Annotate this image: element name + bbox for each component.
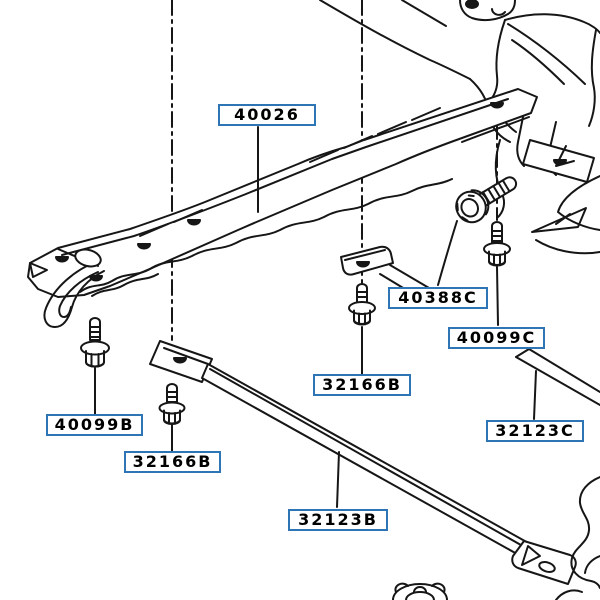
leader-40099c [496,266,499,326]
crossmember-hole [137,243,151,250]
part-label-32166b-middle[interactable]: 32166B [313,374,411,396]
crossmember-hole [490,102,504,109]
bolt-32166b-left-drawing [158,383,186,425]
bolt-32166b-middle-drawing [348,283,376,326]
body-structure-drawing [319,0,600,255]
bar-plate-hole [173,357,187,364]
crossmember-drawing [27,88,538,328]
bolt-40099b-drawing [80,317,110,368]
part-label-32166b-left[interactable]: 32166B [124,451,221,473]
bolt-40388c-drawing [455,176,518,224]
leader-lines [94,126,537,508]
crossmember-hole [55,256,69,263]
part-label-40099c[interactable]: 40099C [448,327,545,349]
part-label-40099b[interactable]: 40099B [46,414,143,436]
engine-outline-drawing [555,476,600,600]
strut-bar-drawing [149,340,577,585]
part-label-40388c[interactable]: 40388C [388,287,488,309]
leader-32123c [533,370,537,420]
leader-32123b [336,451,340,508]
bolt-hole-dot [465,0,479,9]
hanger-hook [43,248,105,328]
round-mount-drawing [392,582,448,600]
bar-plate-slot [538,561,556,573]
part-label-32123c[interactable]: 32123C [486,420,584,442]
crossmember-hole [187,219,201,226]
leader-40388c [437,220,458,286]
part-label-40026[interactable]: 40026 [218,104,316,126]
part-label-32123b[interactable]: 32123B [288,509,388,531]
stud-40099c-drawing [483,221,511,267]
plate-hole [356,261,370,268]
strut-bar-section-drawing [515,348,600,406]
